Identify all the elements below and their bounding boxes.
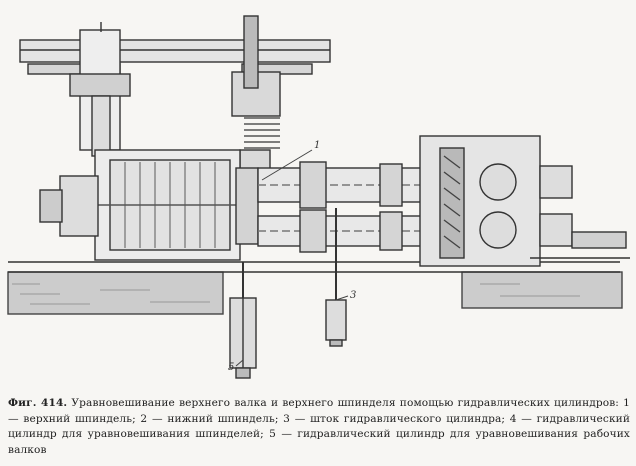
figure-caption: Фиг. 414. Уравновешивание верхнего валка… bbox=[8, 396, 630, 458]
lower-spindle bbox=[257, 209, 439, 253]
pinion-stand bbox=[419, 135, 630, 267]
top-crossbeam bbox=[19, 39, 331, 75]
foundation bbox=[7, 261, 623, 315]
spindle-balancing-cylinder bbox=[325, 208, 347, 347]
roll-stand-housing bbox=[39, 149, 259, 261]
callout-3: 3 bbox=[350, 290, 357, 301]
callout-1: 1 bbox=[314, 140, 321, 151]
callout-5: 5 bbox=[228, 362, 235, 373]
left-column bbox=[69, 22, 131, 157]
figure-label: Фиг. 414. bbox=[8, 397, 68, 409]
caption-text: Уравновешивание верхнего валка и верхнег… bbox=[8, 397, 631, 456]
rolling-mill-technical-drawing bbox=[7, 15, 630, 379]
upper-spindle bbox=[257, 161, 439, 209]
roll-balancing-cylinder bbox=[229, 262, 257, 379]
